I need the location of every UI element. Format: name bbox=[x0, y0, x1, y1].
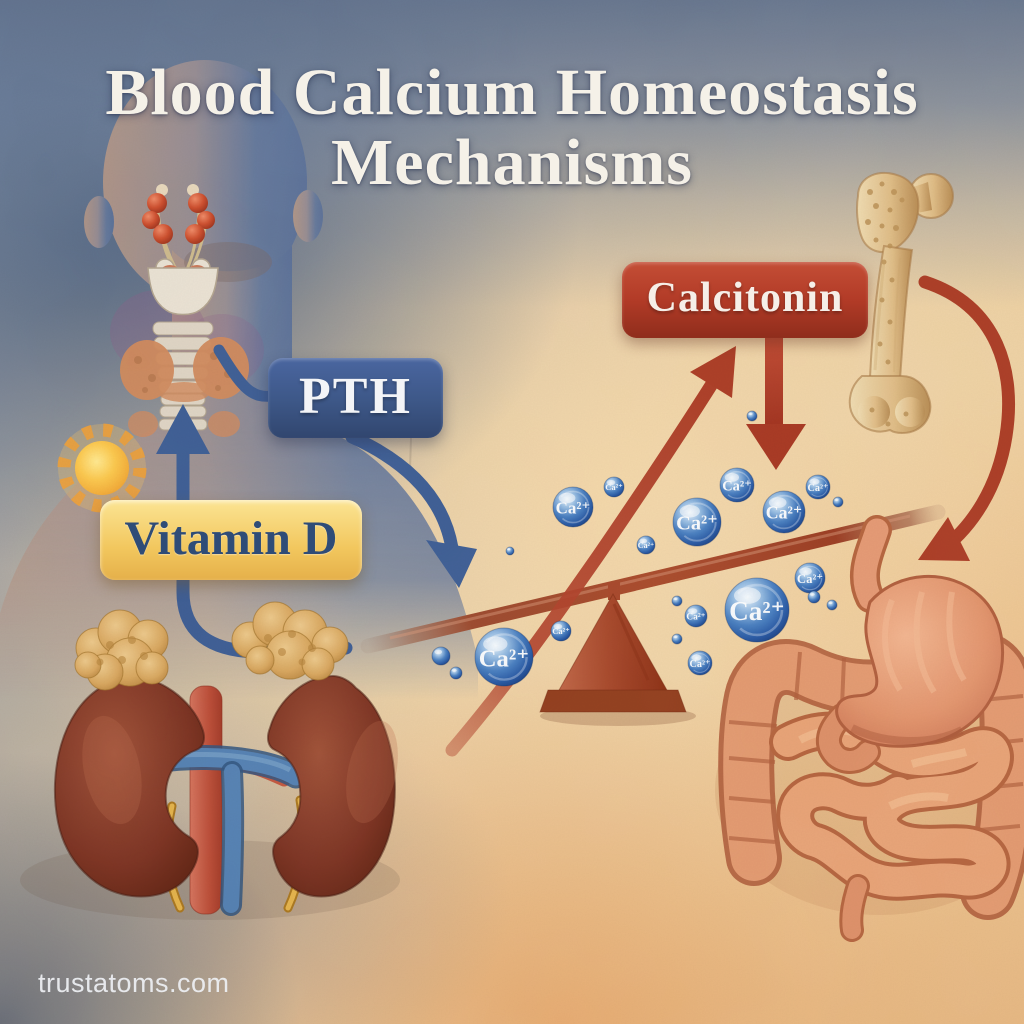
calcitonin-label-text: Calcitonin bbox=[646, 275, 844, 321]
title-line2: Mechanisms bbox=[331, 125, 693, 199]
pth-label: PTH bbox=[268, 358, 443, 438]
vitamin-d-label: Vitamin D bbox=[100, 500, 362, 580]
calcitonin-label: Calcitonin bbox=[622, 262, 868, 338]
pth-label-text: PTH bbox=[299, 367, 412, 425]
page-title: Blood Calcium Homeostasis Mechanisms bbox=[0, 58, 1024, 198]
vitamin-d-label-text: Vitamin D bbox=[124, 511, 338, 565]
watermark: trustatoms.com bbox=[38, 968, 230, 998]
title-line1: Blood Calcium Homeostasis bbox=[105, 56, 919, 129]
